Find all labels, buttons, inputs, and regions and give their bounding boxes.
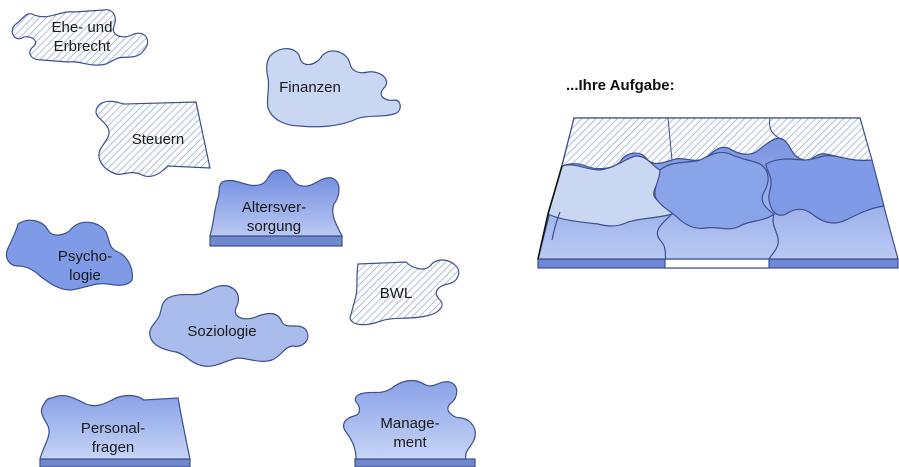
label-altersversorgung: Altersver- sorgung <box>224 198 324 236</box>
puzzle-base-gap <box>664 258 770 269</box>
puzzle-piece-psychologie <box>5 219 133 291</box>
label-alters-line1: Altersver- <box>241 199 307 216</box>
label-ehe-und-erbrecht: Ehe- und Erbrecht <box>42 18 122 56</box>
alters-base-slab <box>209 235 343 247</box>
puzzle-piece-ehe-und-erbrecht <box>11 9 149 66</box>
label-finanzen: Finanzen <box>279 79 341 96</box>
puzzle-middle-left-piece <box>547 155 673 227</box>
label-psycho-line1: Psycho- <box>57 248 113 265</box>
label-ehe-line2: Erbrecht <box>53 38 111 55</box>
puzzle-piece-altersversorgung <box>209 169 343 237</box>
label-psycho-line2: logie <box>69 267 101 284</box>
label-soziologie: Soziologie <box>187 323 257 340</box>
label-personal-line1: Personal- <box>80 420 146 437</box>
label-personalfragen: Personal- fragen <box>68 419 158 457</box>
management-base-slab <box>354 458 476 467</box>
puzzle-piece-management <box>342 379 476 460</box>
puzzle-seam-left <box>656 213 673 260</box>
assembled-puzzle <box>537 117 899 269</box>
label-personal-line2: fragen <box>91 439 135 456</box>
label-steuern: Steuern <box>131 131 185 148</box>
label-mgmt-line1: Manage- <box>380 415 440 432</box>
puzzle-top-divider-1 <box>667 117 673 161</box>
puzzle-piece-bwl <box>349 259 460 326</box>
label-ehe-line1: Ehe- und <box>51 19 113 36</box>
puzzle-middle-right-piece <box>765 154 885 224</box>
puzzle-top-divider-2 <box>769 117 785 141</box>
personal-base-slab <box>39 458 191 467</box>
task-heading: ...Ihre Aufgabe: <box>566 77 675 94</box>
puzzle-piece-finanzen <box>266 48 401 128</box>
label-psychologie: Psycho- logie <box>45 247 125 285</box>
puzzle-piece-steuern <box>95 100 211 178</box>
label-mgmt-line2: ment <box>393 434 427 451</box>
puzzle-piece-soziologie <box>149 285 309 367</box>
puzzle-piece-personalfragen <box>39 394 191 460</box>
puzzle-left-edge <box>537 165 563 260</box>
puzzle-seam-right <box>768 213 779 260</box>
label-bwl: BWL <box>379 285 413 302</box>
puzzle-seam-edge <box>551 211 561 241</box>
label-management: Manage- ment <box>370 414 450 452</box>
label-alters-line2: sorgung <box>246 218 302 235</box>
